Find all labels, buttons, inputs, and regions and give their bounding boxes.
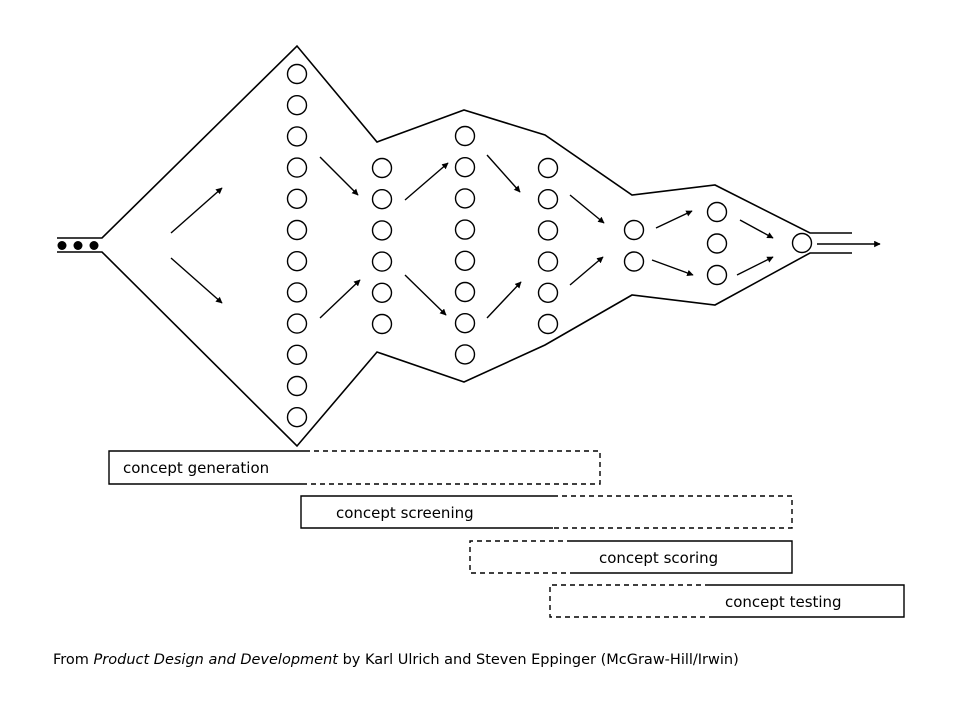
caption-suffix: by Karl Ulrich and Steven Eppinger (McGr… bbox=[337, 652, 739, 668]
concept-circle bbox=[371, 157, 393, 179]
flow-arrow bbox=[319, 156, 359, 196]
concept-circle bbox=[286, 313, 308, 334]
concept-circle bbox=[537, 220, 559, 241]
caption-book-title: Product Design and Development bbox=[93, 652, 338, 668]
flow-arrow bbox=[739, 219, 774, 239]
phase-label-concept-scoring: concept scoring bbox=[599, 549, 718, 567]
phase-label-concept-screening: concept screening bbox=[336, 504, 474, 522]
phase-bar-concept-testing: concept testing bbox=[549, 584, 905, 618]
funnel-outline bbox=[57, 44, 852, 448]
phase-bar-concept-generation: concept generation bbox=[108, 450, 601, 485]
source-caption: From Product Design and Development by K… bbox=[53, 652, 739, 668]
concept-circle bbox=[537, 313, 559, 335]
flow-arrow bbox=[486, 154, 521, 193]
concept-funnel-diagram: concept generation concept screening con… bbox=[57, 44, 905, 618]
concept-circle bbox=[454, 313, 476, 334]
flow-arrow bbox=[319, 279, 361, 319]
concept-circle bbox=[286, 94, 308, 116]
flow-arrow bbox=[170, 187, 223, 234]
concept-circles bbox=[286, 63, 813, 428]
concept-circle bbox=[286, 344, 308, 365]
concept-circle bbox=[706, 201, 728, 223]
flow-arrow bbox=[170, 257, 223, 304]
flow-arrow bbox=[569, 194, 605, 224]
input-ellipsis-dots bbox=[57, 241, 99, 250]
concept-circle bbox=[286, 157, 308, 178]
flow-arrow bbox=[736, 256, 774, 276]
phase-bar-concept-screening: concept screening bbox=[300, 495, 793, 529]
concept-circle bbox=[623, 251, 645, 272]
phase-label-concept-generation: concept generation bbox=[123, 459, 269, 477]
concept-circle bbox=[371, 313, 393, 335]
flow-arrow bbox=[655, 210, 693, 229]
concept-circle bbox=[371, 282, 393, 303]
concept-circle bbox=[537, 282, 559, 303]
concept-circle bbox=[286, 188, 308, 210]
flow-arrow bbox=[404, 162, 449, 201]
concept-circle bbox=[454, 250, 476, 271]
concept-circle bbox=[371, 251, 393, 272]
phase-label-concept-testing: concept testing bbox=[725, 593, 842, 611]
concept-circle bbox=[286, 282, 308, 303]
flow-arrow bbox=[486, 281, 522, 319]
concept-circle bbox=[623, 219, 645, 241]
flow-arrow bbox=[569, 256, 604, 286]
concept-circle bbox=[706, 264, 728, 286]
phase-bar-concept-scoring: concept scoring bbox=[469, 540, 793, 574]
concept-circle bbox=[286, 375, 308, 397]
concept-circle bbox=[454, 344, 476, 365]
concept-circle bbox=[371, 188, 393, 210]
concept-circle bbox=[791, 232, 813, 254]
concept-circle bbox=[454, 125, 476, 147]
concept-circle bbox=[286, 251, 308, 272]
concept-circle bbox=[286, 126, 308, 147]
concept-circle bbox=[286, 219, 308, 241]
flow-arrow bbox=[651, 259, 694, 277]
flow-arrows bbox=[170, 154, 881, 319]
concept-circle bbox=[454, 188, 476, 209]
concept-circle bbox=[454, 156, 476, 178]
concept-circle bbox=[706, 233, 728, 254]
concept-circle bbox=[537, 188, 559, 210]
concept-circle bbox=[537, 251, 559, 272]
concept-circle bbox=[537, 157, 559, 179]
concept-circle bbox=[371, 220, 393, 241]
concept-circle bbox=[286, 63, 308, 85]
caption-prefix: From bbox=[53, 652, 94, 668]
flow-arrow bbox=[404, 274, 447, 316]
concept-circle bbox=[454, 281, 476, 303]
concept-circle bbox=[286, 407, 308, 428]
concept-circle bbox=[454, 219, 476, 240]
